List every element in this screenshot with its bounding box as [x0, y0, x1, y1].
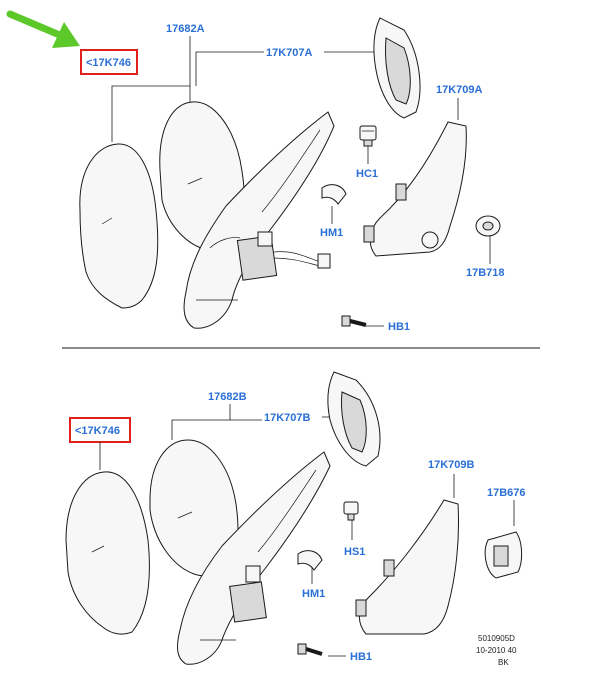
lower-hm1-clip — [297, 550, 323, 571]
upper-bulb-socket — [475, 215, 501, 237]
upper-label-17b718[interactable]: 17B718 — [466, 267, 505, 279]
lower-mirror-glass — [65, 471, 150, 635]
lower-callout-17k746[interactable]: <17K746 — [75, 425, 120, 437]
drawing-ref-line3: BK — [498, 658, 509, 667]
upper-highlight-box — [80, 49, 138, 75]
upper-label-hb1[interactable]: HB1 — [388, 321, 410, 333]
lower-label-17b676[interactable]: 17B676 — [487, 487, 526, 499]
lower-motor-connector — [245, 565, 261, 583]
lower-label-17682b[interactable]: 17682B — [208, 391, 247, 403]
lower-label-hb1[interactable]: HB1 — [350, 651, 372, 663]
upper-callout-17k746[interactable]: <17K746 — [86, 57, 131, 69]
upper-base — [369, 121, 467, 257]
upper-label-17k707a[interactable]: 17K707A — [266, 47, 313, 59]
upper-wire-connector — [317, 253, 331, 269]
lower-label-hm1[interactable]: HM1 — [302, 588, 325, 600]
lower-assembly: <17K746 17682B 17K707B 17K709B 17B676 HS… — [65, 371, 526, 665]
upper-leader-lines — [111, 36, 491, 327]
upper-assembly: <17K746 17682A 17K707A 17K709A HC1 HM1 1… — [79, 17, 505, 333]
upper-mirror-body — [183, 111, 335, 329]
drawing-reference: 5010905D 10-2010 40 BK — [476, 634, 517, 667]
lower-mirror-body — [177, 451, 331, 665]
drawing-ref-line2: 10-2010 40 — [476, 646, 517, 655]
lower-label-17k709b[interactable]: 17K709B — [428, 459, 475, 471]
upper-label-hc1[interactable]: HC1 — [356, 168, 378, 180]
upper-hc1-clip — [359, 125, 377, 147]
green-arrow-icon — [6, 10, 80, 48]
upper-mirror-motor — [236, 235, 278, 281]
lower-label-hs1[interactable]: HS1 — [344, 546, 365, 558]
lower-mirror-motor — [229, 581, 267, 623]
upper-hb1-bolt — [341, 315, 367, 327]
lower-connector-17b676 — [484, 531, 523, 579]
upper-hm1-clip — [321, 184, 347, 205]
lower-label-17k707b[interactable]: 17K707B — [264, 412, 311, 424]
lower-base — [359, 499, 460, 635]
lower-hs1-screw — [343, 501, 359, 521]
upper-label-17k709a[interactable]: 17K709A — [436, 84, 483, 96]
upper-label-17682a[interactable]: 17682A — [166, 23, 205, 35]
upper-mirror-glass — [79, 143, 159, 309]
drawing-ref-line1: 5010905D — [478, 634, 515, 643]
upper-label-hm1[interactable]: HM1 — [320, 227, 343, 239]
upper-motor-connector — [257, 231, 273, 247]
lower-hb1-bolt — [297, 643, 323, 656]
